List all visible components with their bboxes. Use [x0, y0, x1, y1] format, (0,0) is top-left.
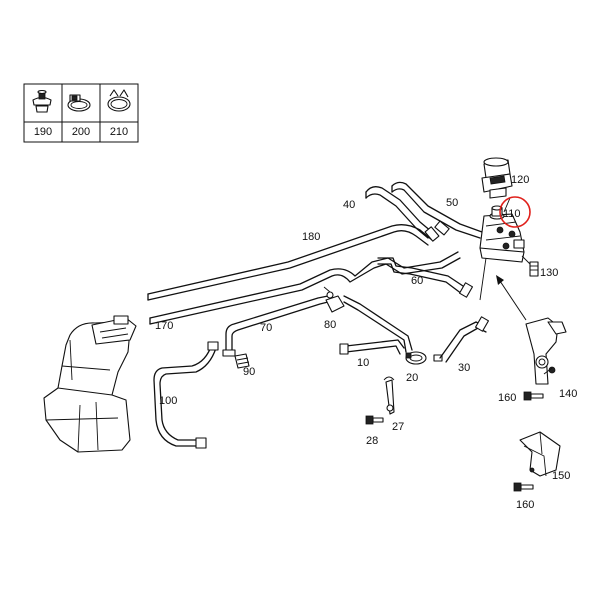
pump-120	[481, 157, 513, 199]
callout-30: 30	[458, 362, 470, 374]
grommet-icon	[32, 89, 52, 113]
legend-label-190: 190	[34, 126, 52, 138]
washer-reservoir	[43, 315, 137, 453]
callout-28: 28	[366, 435, 378, 447]
hose-100	[153, 341, 219, 449]
hose-40	[365, 186, 440, 242]
bracket-140	[525, 317, 567, 385]
callout-80: 80	[324, 319, 336, 331]
highlight-circle-110	[499, 196, 531, 228]
callout-40: 40	[343, 199, 355, 211]
sensor-130	[521, 255, 539, 277]
connector-20	[405, 351, 443, 365]
callout-10: 10	[357, 357, 369, 369]
callout-120: 120	[511, 174, 529, 186]
callout-180: 180	[302, 231, 320, 243]
hose-170	[149, 251, 461, 325]
callout-27: 27	[392, 421, 404, 433]
callout-150: 150	[552, 470, 570, 482]
leader-lines	[479, 197, 527, 321]
callout-140: 140	[559, 388, 577, 400]
hose-10	[339, 339, 405, 355]
callout-100: 100	[159, 395, 177, 407]
bolt-160-lower	[513, 482, 534, 492]
callouts: 10 20 27 28 30 40 50 60 70 80 90 100 110…	[155, 174, 577, 511]
connector-90	[234, 353, 250, 369]
hose-180	[147, 224, 433, 301]
callout-130: 130	[540, 267, 558, 279]
legend-label-200: 200	[72, 126, 90, 138]
hose-link-80-10	[343, 295, 413, 353]
callout-70: 70	[260, 322, 272, 334]
screw-28	[365, 415, 384, 425]
hose-30	[439, 316, 490, 363]
callout-20: 20	[406, 372, 418, 384]
callout-160-lower: 160	[516, 499, 534, 511]
bracket-150	[519, 431, 561, 477]
connector-80	[323, 286, 345, 313]
hose-60	[377, 257, 474, 298]
callout-60: 60	[411, 275, 423, 287]
hose-50	[391, 181, 483, 239]
hose-clamp-icon	[67, 94, 91, 112]
callout-160-upper: 160	[498, 392, 516, 404]
clip-27	[383, 376, 395, 415]
hose-70	[222, 295, 329, 357]
legend-label-210: 210	[110, 126, 128, 138]
callout-110: 110	[503, 208, 521, 220]
callout-170: 170	[155, 320, 173, 332]
legend-table: 190 200 210	[23, 83, 139, 143]
valve-block-110	[479, 205, 525, 263]
bolt-160-upper	[523, 391, 544, 401]
callout-50: 50	[446, 197, 458, 209]
callout-90: 90	[243, 366, 255, 378]
spring-clamp-icon	[107, 89, 131, 112]
